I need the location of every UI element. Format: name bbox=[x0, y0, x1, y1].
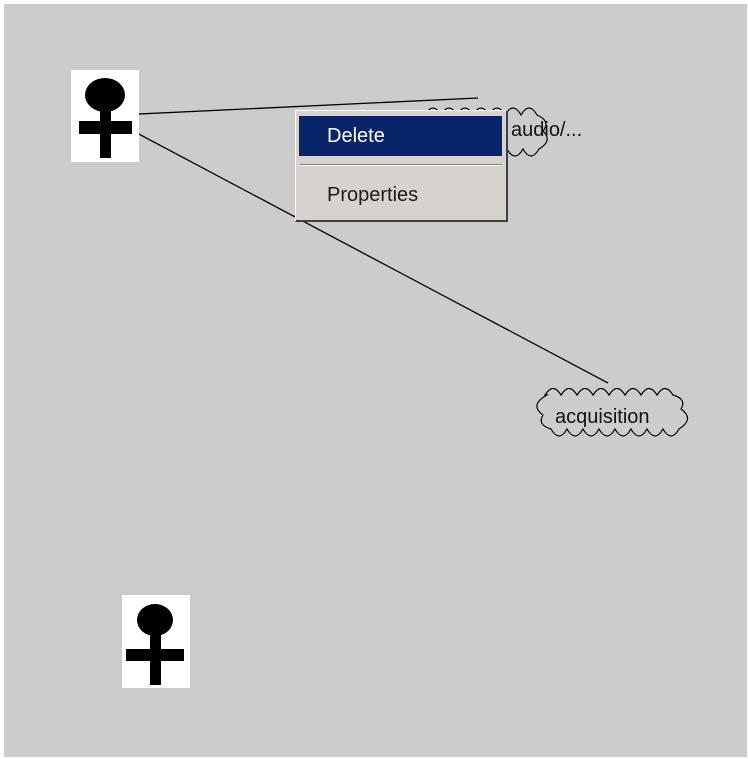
menu-item-delete[interactable]: Delete bbox=[299, 116, 502, 156]
actor-2[interactable] bbox=[122, 595, 190, 688]
association-line-audio bbox=[117, 97, 479, 116]
use-case-acquisition[interactable]: acquisition bbox=[523, 381, 695, 447]
menu-separator bbox=[300, 164, 502, 166]
cloud-shape bbox=[536, 387, 689, 437]
menu-item-properties[interactable]: Properties bbox=[327, 184, 419, 206]
use-case-label: acquisition bbox=[555, 406, 650, 428]
association-line-acquisition bbox=[117, 122, 609, 384]
use-case-label: audio/... bbox=[511, 119, 583, 141]
actor-1[interactable] bbox=[71, 70, 139, 162]
stick-figure-icon bbox=[79, 78, 132, 158]
context-menu: Delete Properties bbox=[295, 110, 508, 222]
stick-figure-icon bbox=[126, 604, 184, 685]
